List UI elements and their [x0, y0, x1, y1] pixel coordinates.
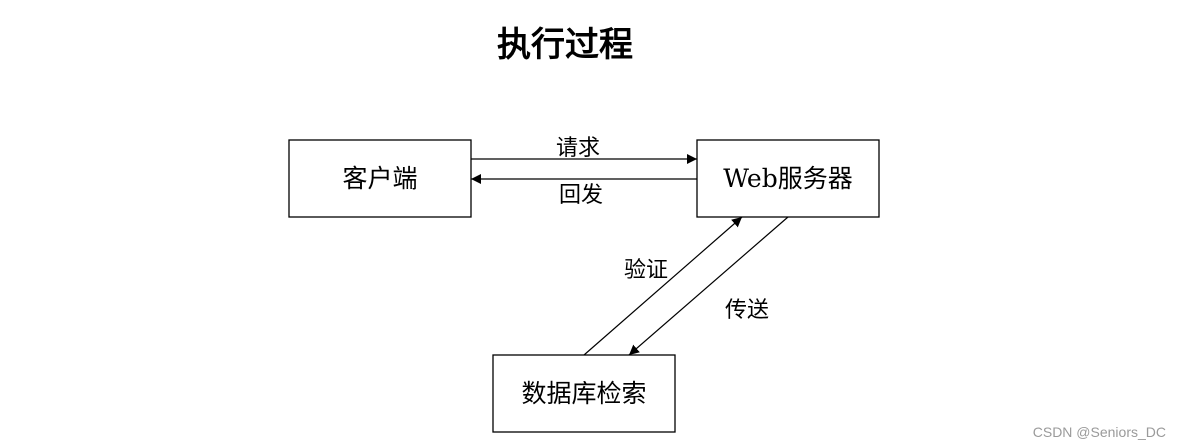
- verify-label: 验证: [624, 258, 668, 283]
- client-box: [288, 139, 472, 218]
- web-server-label: Web服务器: [723, 164, 852, 193]
- transfer-arrow: [628, 216, 789, 356]
- web-server-node: Web服务器: [696, 139, 880, 218]
- database-label: 数据库检索: [521, 379, 646, 408]
- web-server-box: [696, 139, 880, 218]
- request-label: 请求: [556, 136, 600, 161]
- transfer-label: 传送: [725, 298, 769, 323]
- database-node: 数据库检索: [492, 354, 676, 433]
- diagram-title: 执行过程: [497, 25, 633, 65]
- client-node: 客户端: [288, 139, 472, 218]
- watermark-text: CSDN @Seniors_DC: [1033, 424, 1166, 440]
- verify-arrow: [583, 216, 743, 356]
- reply-label: 回发: [559, 183, 603, 208]
- client-label: 客户端: [342, 164, 417, 193]
